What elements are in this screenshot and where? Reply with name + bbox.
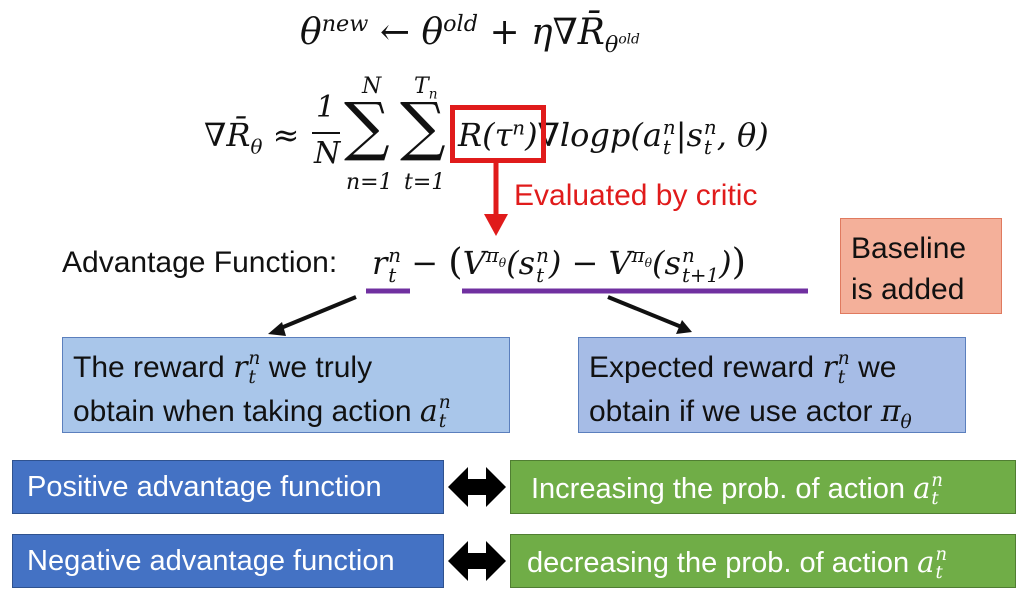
- reward-line2-prefix: obtain when taking action: [73, 394, 420, 428]
- update-rule-equation: θnew ← θold + η∇R̄θold: [300, 11, 640, 59]
- policy-gradient-equation: ∇R̄θ ≈ 1 N N ∑ n=1 Tn ∑ t=1 R(τn)∇logp(a…: [204, 74, 769, 195]
- decreasing-text: decreasing the prob. of action: [527, 547, 918, 579]
- increasing-text: Increasing the prob. of action: [531, 473, 914, 505]
- reward-line1-suffix: we truly: [260, 351, 373, 384]
- expected-line1-prefix: Expected reward: [589, 351, 823, 384]
- reward-line1-prefix: The reward: [73, 351, 234, 384]
- double-arrow-top-icon: [448, 467, 506, 507]
- negative-advantage-banner: Negative advantage function: [12, 534, 444, 588]
- baseline-line-2: is added: [851, 272, 965, 306]
- critic-label: Evaluated by critic: [514, 179, 758, 212]
- advantage-function-label: Advantage Function:: [62, 246, 338, 279]
- expected-line2-prefix: obtain if we use actor: [589, 394, 881, 428]
- reward-pointer-arrow: [268, 295, 357, 336]
- reward-highlight-box: [450, 105, 546, 163]
- expected-line1-suffix: we: [849, 351, 897, 384]
- expected-pointer-arrow: [607, 295, 692, 334]
- baseline-line-1: Baseline: [851, 232, 967, 265]
- positive-advantage-banner: Positive advantage function: [12, 460, 444, 514]
- baseline-note: Baseline is added: [840, 218, 1002, 314]
- critic-arrow: [484, 163, 508, 236]
- double-arrow-bottom-icon: [448, 541, 506, 581]
